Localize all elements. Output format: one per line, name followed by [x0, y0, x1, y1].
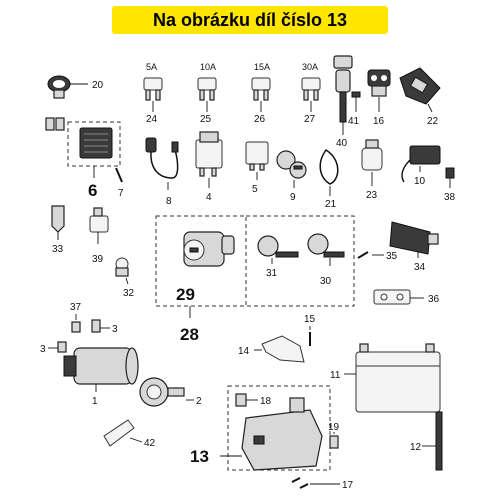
part-26-fuse[interactable]	[251, 77, 271, 101]
part-27-fuse[interactable]	[301, 77, 321, 101]
part-1-starter-motor[interactable]	[63, 347, 139, 385]
part-3-screw-b[interactable]	[57, 341, 67, 353]
part-22-relay-bracket[interactable]	[399, 67, 441, 105]
label-42: 42	[144, 438, 156, 449]
label-17: 17	[342, 480, 354, 491]
label-6: 6	[88, 181, 97, 200]
part-34-actuator[interactable]	[389, 221, 439, 255]
part-37-screw[interactable]	[71, 321, 81, 333]
label-35: 35	[386, 251, 398, 262]
label-10: 10	[414, 176, 426, 187]
part-20-clamp[interactable]	[47, 75, 71, 99]
label-16: 16	[373, 116, 385, 127]
part-35-screw[interactable]	[357, 251, 369, 259]
part-11-battery[interactable]	[355, 343, 441, 413]
part-8-sensor[interactable]	[145, 137, 179, 179]
label-31: 31	[266, 268, 278, 279]
label-23: 23	[366, 190, 378, 201]
label-5: 5	[252, 184, 258, 195]
label-36: 36	[428, 294, 440, 305]
part-10-bracket[interactable]	[401, 145, 441, 183]
part-19-clip[interactable]	[329, 435, 339, 449]
label-40: 40	[336, 138, 348, 149]
part-4-relay[interactable]	[195, 131, 223, 177]
part-16-bracket[interactable]	[367, 69, 391, 97]
label-8: 8	[166, 196, 172, 207]
part-42-cover[interactable]	[103, 419, 135, 447]
label-3b: 3	[40, 344, 46, 355]
label-14: 14	[238, 346, 250, 357]
label-2: 2	[196, 396, 202, 407]
part-5-relay[interactable]	[245, 141, 269, 171]
part-18-clip[interactable]	[235, 393, 247, 407]
part-7-screw[interactable]	[115, 167, 123, 183]
part-29-group-box	[155, 215, 247, 307]
label-37: 37	[70, 302, 82, 313]
label-29: 29	[176, 285, 195, 304]
label-20: 20	[92, 80, 104, 91]
label-30: 30	[320, 276, 332, 287]
label-1: 1	[92, 396, 98, 407]
part-41-bolt[interactable]	[351, 91, 361, 112]
part-6-regulator[interactable]	[45, 117, 113, 159]
part-17-screws[interactable]	[291, 477, 309, 489]
part-31-lock-cylinder[interactable]	[257, 235, 299, 258]
part-29-ignition-switch[interactable]	[183, 231, 235, 267]
label-27: 27	[304, 114, 316, 125]
label-21: 21	[325, 199, 337, 210]
fuse-rating-15a: 15A	[254, 62, 270, 72]
label-13: 13	[190, 447, 209, 466]
label-4: 4	[206, 192, 212, 203]
label-7: 7	[118, 188, 124, 199]
label-15: 15	[304, 314, 316, 325]
part-38-screw[interactable]	[445, 167, 455, 179]
part-30-lock-cylinder[interactable]	[307, 233, 345, 258]
label-9: 9	[290, 192, 296, 203]
label-26: 26	[254, 114, 266, 125]
label-22: 22	[427, 116, 439, 127]
label-28: 28	[180, 325, 199, 344]
part-32-bulb[interactable]	[115, 257, 129, 277]
fuse-rating-5a: 5A	[146, 62, 157, 72]
label-34: 34	[414, 262, 426, 273]
part-13-group-box	[227, 385, 331, 471]
title-banner: Na obrázku díl číslo 13	[112, 6, 388, 34]
label-24: 24	[146, 114, 158, 125]
label-18: 18	[260, 396, 272, 407]
part-13-battery-box[interactable]	[241, 397, 323, 471]
fuse-rating-10a: 10A	[200, 62, 216, 72]
part-23-reservoir[interactable]	[361, 139, 383, 171]
part-2-starter-gear[interactable]	[139, 377, 185, 407]
part-21-cable-tie[interactable]	[319, 148, 339, 185]
part-33-clip[interactable]	[51, 205, 65, 233]
label-12: 12	[410, 442, 422, 453]
label-39: 39	[92, 254, 104, 265]
part-28-group-box	[246, 215, 355, 307]
part-3-screw-a[interactable]	[91, 319, 101, 333]
label-19: 19	[328, 422, 340, 433]
label-3a: 3	[112, 324, 118, 335]
part-36-bracket[interactable]	[373, 289, 411, 305]
label-32: 32	[123, 288, 135, 299]
part-12-strap[interactable]	[435, 411, 443, 471]
label-25: 25	[200, 114, 212, 125]
label-11: 11	[330, 370, 341, 381]
label-41: 41	[348, 116, 360, 127]
part-40-fuse-holder[interactable]	[333, 55, 353, 123]
label-38: 38	[444, 192, 456, 203]
label-33: 33	[52, 244, 64, 255]
part-9-lock[interactable]	[276, 150, 307, 179]
part-14-bracket[interactable]	[261, 335, 305, 363]
part-39-connector[interactable]	[89, 207, 109, 233]
part-24-fuse[interactable]	[143, 77, 163, 101]
part-25-fuse[interactable]	[197, 77, 217, 101]
fuse-rating-30a: 30A	[302, 62, 318, 72]
